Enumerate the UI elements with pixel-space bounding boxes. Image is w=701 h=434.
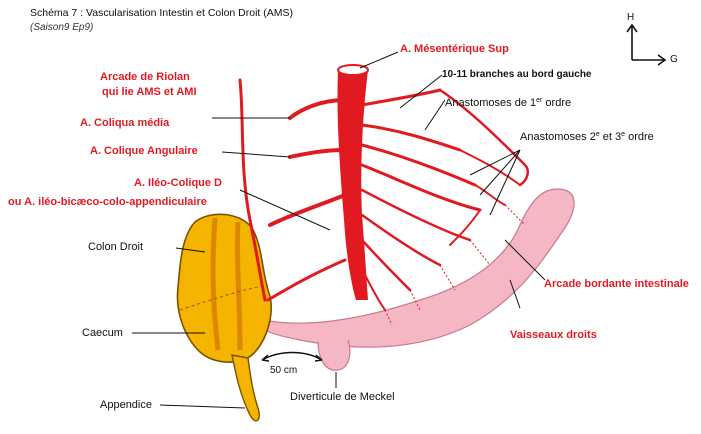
label-colon-droit: Colon Droit	[88, 242, 143, 253]
label-anastomoses-1: Anastomoses de 1er ordre	[445, 98, 571, 109]
compass-right-label: G	[670, 55, 678, 65]
label-arcade-bordante: Arcade bordante intestinale	[544, 279, 689, 290]
label-colique-angulaire: A. Colique Angulaire	[90, 146, 198, 157]
appendix	[232, 355, 259, 421]
label-riolan-1: Arcade de Riolan	[100, 72, 190, 83]
meckel-diverticulum	[318, 340, 350, 370]
compass-icon	[627, 25, 665, 65]
label-branches: 10-11 branches au bord gauche	[442, 70, 592, 80]
distance-arrow	[262, 353, 322, 361]
label-ams: A. Mésentérique Sup	[400, 44, 509, 55]
label-caecum: Caecum	[82, 328, 123, 339]
label-distance: 50 cm	[270, 366, 297, 376]
compass-up-label: H	[627, 13, 634, 23]
label-appendice: Appendice	[100, 400, 152, 411]
label-diverticule: Diverticule de Meckel	[290, 392, 395, 403]
label-coliqua-media: A. Coliqua média	[80, 118, 169, 129]
label-anastomoses-2-3: Anastomoses 2e et 3e ordre	[520, 132, 654, 143]
label-ileo-colique-1: A. Iléo-Colique D	[134, 178, 222, 189]
label-ileo-colique-2: ou A. iléo-bicæco-colo-appendiculaire	[8, 197, 207, 208]
diagram-subtitle: (Saison9 Ep9)	[30, 23, 93, 33]
right-colon	[177, 214, 271, 362]
diagram-title: Schéma 7 : Vascularisation Intestin et C…	[30, 8, 293, 19]
label-vaisseaux-droits: Vaisseaux droits	[510, 330, 597, 341]
label-riolan-2: qui lie AMS et AMI	[102, 87, 197, 98]
